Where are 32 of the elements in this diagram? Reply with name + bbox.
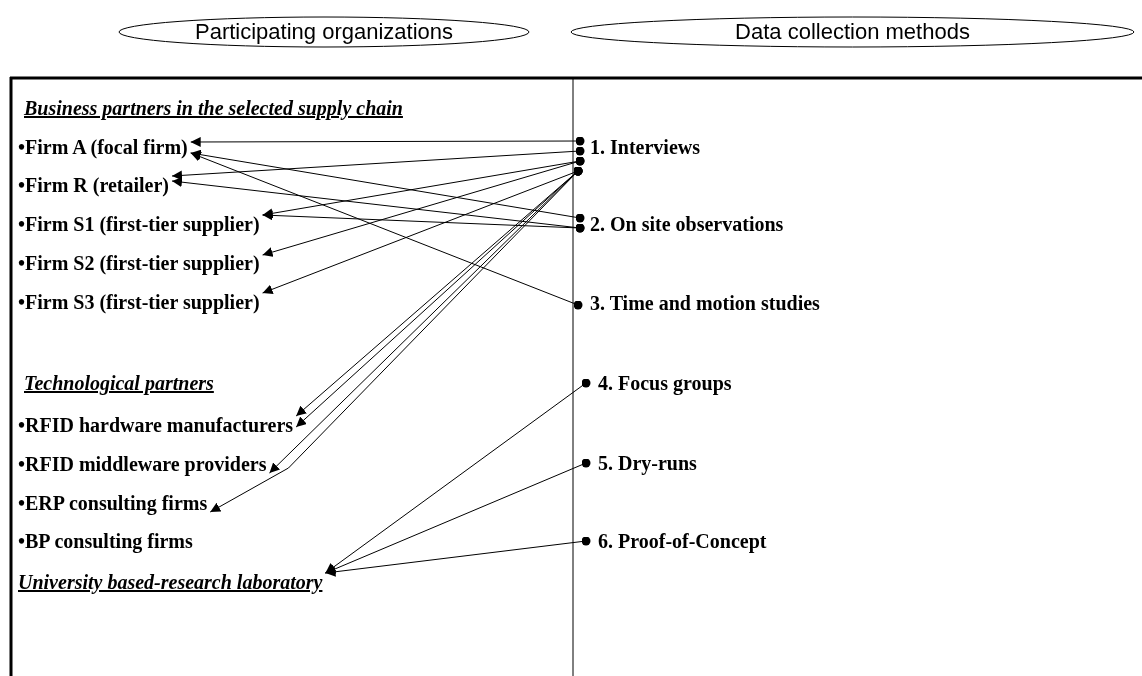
method-label: 5. Dry-runs	[598, 452, 697, 474]
group-heading: Business partners in the selected supply chain	[24, 96, 403, 120]
organization-label: •Firm S3 (first-tier supplier)	[18, 291, 260, 313]
arrow	[190, 136, 585, 147]
organization-label: University based-research laboratory	[18, 571, 323, 593]
organization-label: •ERP consulting firms	[18, 492, 208, 514]
ellipse-node	[570, 16, 1135, 48]
arrow	[171, 146, 585, 181]
method-heading: Data collection methods	[735, 19, 970, 44]
organization-label: •Firm S1 (first-tier supplier)	[18, 213, 260, 235]
arrow	[190, 149, 585, 223]
arrow	[190, 152, 583, 310]
arrow	[324, 536, 591, 577]
organization-label: •Firm A (focal firm)	[18, 136, 188, 158]
method-heading: Participating organizations	[194, 19, 453, 44]
ellipse-node	[118, 16, 530, 48]
organization-label: •BP consulting firms	[18, 530, 193, 552]
organization-label: •Firm R (retailer)	[18, 174, 169, 196]
group-heading: Technological partners	[24, 371, 214, 395]
arrow	[209, 166, 583, 513]
organization-label: •RFID hardware manufacturers	[18, 414, 294, 436]
method-label: 2. On site observations	[590, 213, 784, 235]
arrow	[324, 458, 591, 574]
method-label: 3. Time and motion studies	[590, 292, 820, 314]
organization-label: •Firm S2 (first-tier supplier)	[18, 252, 260, 274]
method-label: 6. Proof-of-Concept	[598, 530, 767, 552]
organization-label: •RFID middleware providers	[18, 453, 267, 475]
arrow	[262, 210, 585, 233]
arrow	[324, 378, 591, 574]
method-label: 1. Interviews	[590, 136, 700, 158]
method-label: 4. Focus groups	[598, 372, 732, 394]
arrow	[262, 156, 585, 257]
